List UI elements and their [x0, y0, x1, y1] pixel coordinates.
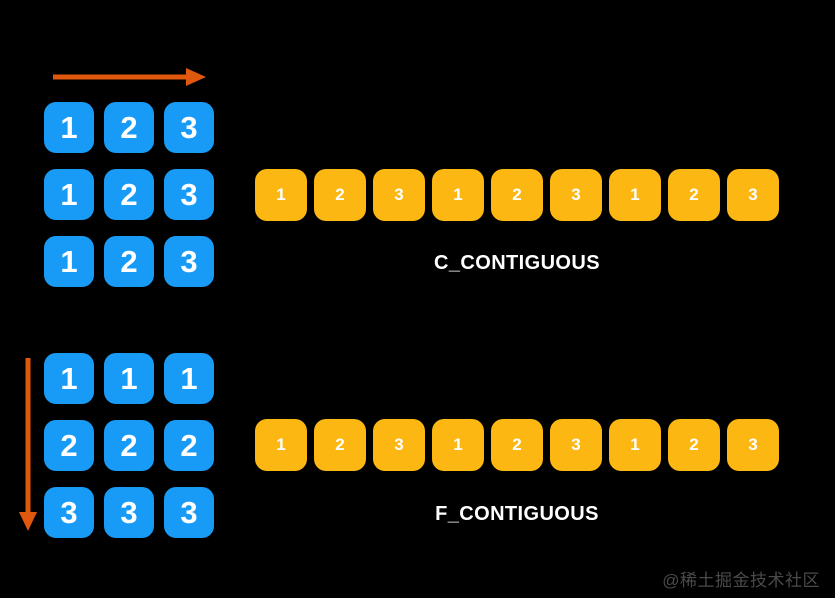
memory-cell: 2	[314, 169, 366, 221]
memory-cell: 2	[314, 419, 366, 471]
grid-cell: 1	[104, 353, 154, 404]
memory-cell: 3	[373, 419, 425, 471]
matrix-grid-c: 1 2 3 1 2 3 1 2 3	[44, 102, 214, 287]
memory-cell: 2	[668, 419, 720, 471]
grid-cell: 2	[164, 420, 214, 471]
grid-cell: 3	[44, 487, 94, 538]
memory-cell: 1	[432, 419, 484, 471]
grid-cell: 2	[44, 420, 94, 471]
grid-cell: 2	[104, 102, 154, 153]
memory-cell: 1	[255, 419, 307, 471]
grid-cell: 3	[164, 169, 214, 220]
memory-cell: 3	[550, 419, 602, 471]
grid-cell: 3	[104, 487, 154, 538]
memory-row-f: 1 2 3 1 2 3 1 2 3	[255, 419, 779, 471]
grid-cell: 2	[104, 169, 154, 220]
grid-cell: 3	[164, 236, 214, 287]
f-contiguous-label: F_CONTIGUOUS	[435, 503, 599, 525]
column-order-arrow-icon	[19, 358, 37, 531]
memory-cell: 1	[609, 419, 661, 471]
memory-cell: 3	[550, 169, 602, 221]
matrix-grid-f: 1 1 1 2 2 2 3 3 3	[44, 353, 214, 538]
memory-cell: 2	[491, 169, 543, 221]
memory-cell: 1	[609, 169, 661, 221]
row-order-arrow-icon	[53, 68, 206, 86]
grid-cell: 2	[104, 420, 154, 471]
memory-cell: 3	[727, 419, 779, 471]
memory-cell: 3	[727, 169, 779, 221]
grid-cell: 2	[104, 236, 154, 287]
grid-cell: 1	[44, 236, 94, 287]
memory-cell: 2	[668, 169, 720, 221]
c-contiguous-label: C_CONTIGUOUS	[434, 252, 600, 274]
memory-cell: 1	[432, 169, 484, 221]
grid-cell: 1	[44, 353, 94, 404]
memory-cell: 2	[491, 419, 543, 471]
grid-cell: 3	[164, 102, 214, 153]
memory-cell: 1	[255, 169, 307, 221]
memory-row-c: 1 2 3 1 2 3 1 2 3	[255, 169, 779, 221]
grid-cell: 1	[44, 102, 94, 153]
grid-cell: 1	[164, 353, 214, 404]
grid-cell: 3	[164, 487, 214, 538]
grid-cell: 1	[44, 169, 94, 220]
memory-cell: 3	[373, 169, 425, 221]
watermark: @稀土掘金技术社区	[662, 571, 820, 590]
